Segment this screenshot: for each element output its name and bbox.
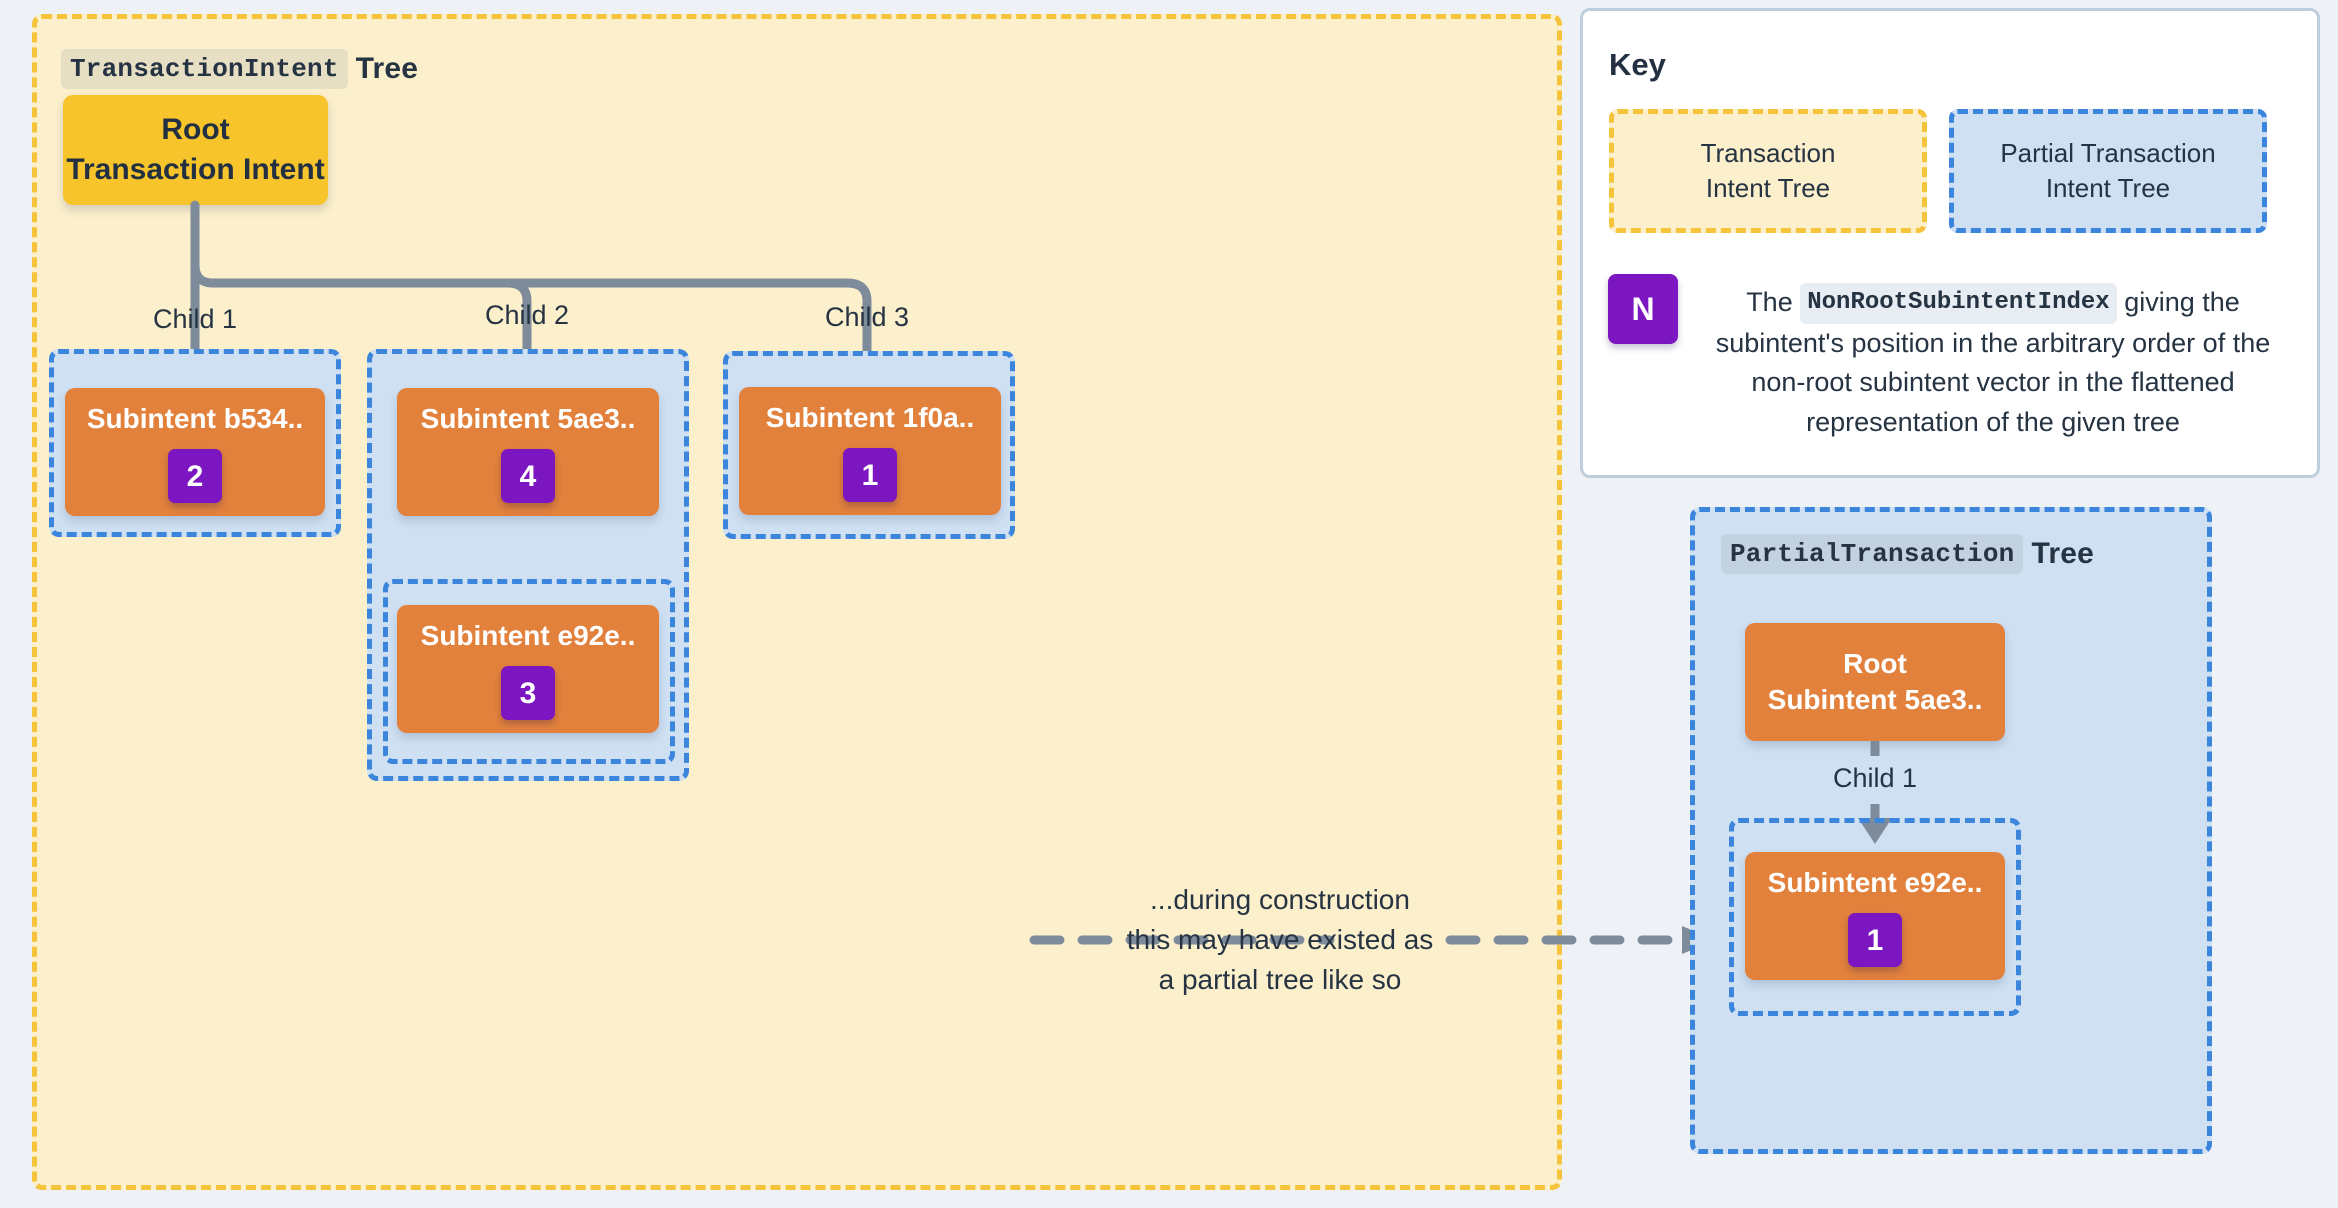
- partial-root-line1: Root: [1843, 647, 1907, 679]
- root-node-line1: Root: [161, 113, 230, 147]
- partial-transaction-code-tag: PartialTransaction: [1721, 534, 2024, 574]
- subintent-e92e-index-badge: 3: [501, 666, 555, 721]
- key-panel: Key Transaction Intent Tree Partial Tran…: [1580, 8, 2320, 478]
- subintent-e92e-label: Subintent e92e..: [420, 619, 636, 651]
- partial-transaction-tree-word: Tree: [2031, 537, 2094, 570]
- subintent-1f0a-index-badge: 1: [843, 448, 897, 503]
- edge-label-child-3: Child 3: [824, 302, 910, 332]
- root-node-line2: Transaction Intent: [66, 153, 325, 186]
- transaction-intent-tree-word: Tree: [355, 52, 419, 85]
- key-desc-prefix: The: [1746, 287, 1793, 317]
- transaction-intent-code-tag: TransactionIntent: [61, 49, 348, 89]
- partial-subintent-e92e-label: Subintent e92e..: [1767, 866, 1983, 898]
- edge-label-child-2: Child 2: [484, 300, 570, 330]
- subintent-5ae3-label: Subintent 5ae3..: [420, 402, 636, 434]
- subintent-node-5ae3[interactable]: Subintent 5ae3.. 4: [397, 388, 659, 516]
- partial-root-line2: Subintent 5ae3..: [1767, 684, 1983, 715]
- partial-root-node-5ae3[interactable]: Root Subintent 5ae3..: [1745, 623, 2005, 741]
- key-swatch-transaction-line2: Intent Tree: [1705, 173, 1831, 203]
- partial-subintent-e92e-index-badge: 1: [1848, 913, 1902, 968]
- key-desc-suffix: giving the subintent's position in the a…: [1715, 287, 2271, 437]
- partial-tree-inner-box-e92e: [1729, 818, 2021, 1016]
- key-swatch-partial-transaction-intent-tree: Partial Transaction Intent Tree: [1949, 109, 2267, 233]
- non-root-subintent-index-code-tag: NonRootSubintentIndex: [1800, 283, 2117, 325]
- subintent-1f0a-label: Subintent 1f0a..: [765, 401, 975, 433]
- partial-edge-label-child-1: Child 1: [1832, 763, 1918, 793]
- construction-note-line-3: a partial tree like so: [1158, 963, 1402, 995]
- root-transaction-intent-node[interactable]: Root Transaction Intent: [63, 95, 328, 205]
- subintent-5ae3-index-badge: 4: [501, 449, 555, 504]
- key-swatch-transaction-line1: Transaction: [1700, 137, 1836, 168]
- construction-note-line-2: this may have existed as: [1126, 923, 1434, 955]
- key-swatch-partial-line2: Intent Tree: [2045, 173, 2171, 203]
- subintent-node-b534[interactable]: Subintent b534.. 2: [65, 388, 325, 516]
- subintent-b534-label: Subintent b534..: [86, 402, 304, 434]
- subintent-b534-index-badge: 2: [168, 449, 222, 504]
- key-swatch-transaction-intent-tree: Transaction Intent Tree: [1609, 109, 1927, 233]
- subintent-node-1f0a[interactable]: Subintent 1f0a.. 1: [739, 387, 1001, 515]
- construction-note-line-1: ...during construction: [1150, 884, 1410, 915]
- partial-tree-box-e92e-nested: [383, 579, 675, 764]
- key-swatch-partial-line1: Partial Transaction: [2000, 137, 2216, 168]
- subintent-node-e92e[interactable]: Subintent e92e.. 3: [397, 605, 659, 733]
- construction-note: ...during construction this may have exi…: [1085, 880, 1475, 999]
- key-index-badge: N: [1608, 274, 1678, 344]
- partial-subintent-node-e92e[interactable]: Subintent e92e.. 1: [1745, 852, 2005, 980]
- key-index-description: The NonRootSubintentIndex giving the sub…: [1693, 283, 2293, 442]
- edge-label-child-1: Child 1: [152, 304, 238, 334]
- key-panel-title: Key: [1609, 47, 1666, 82]
